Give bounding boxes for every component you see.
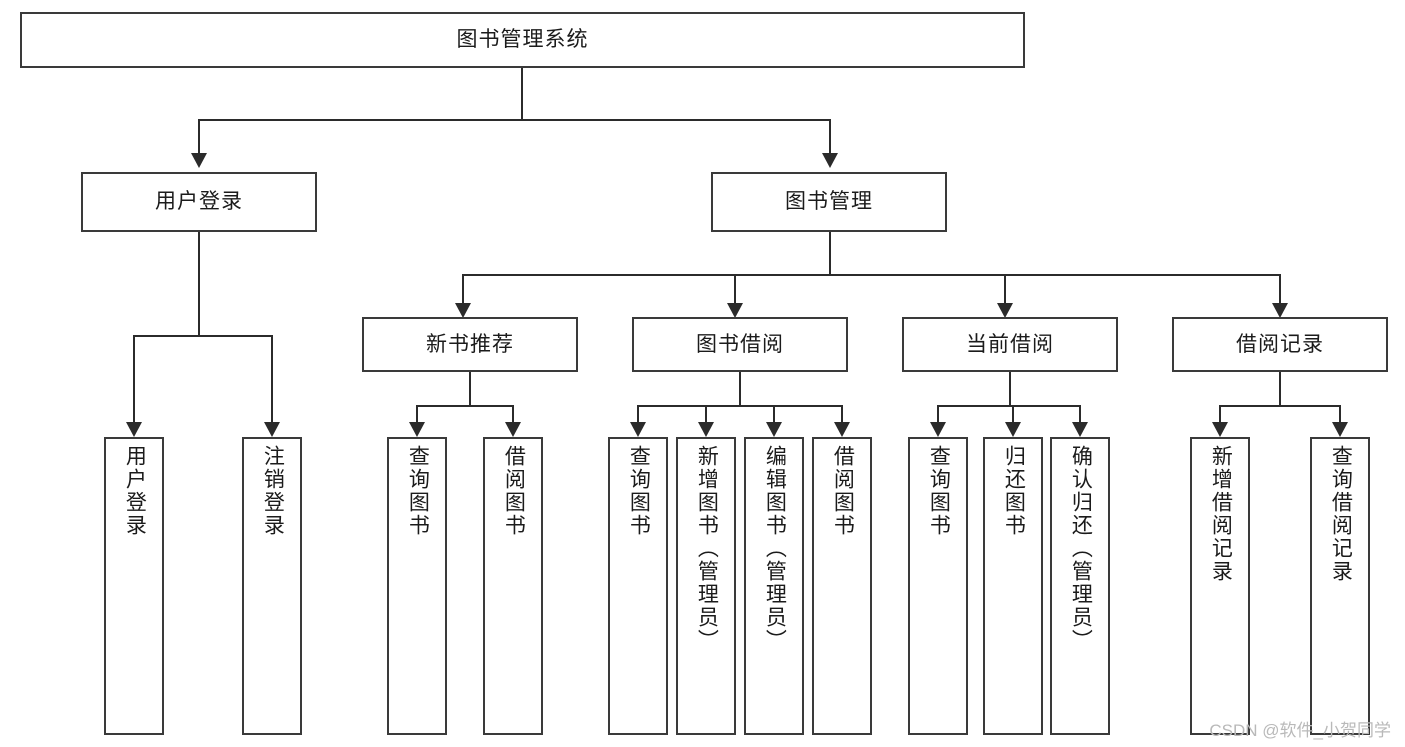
leaf-label: 用户登录 bbox=[123, 445, 147, 537]
node-user-login[interactable]: 用户登录 bbox=[81, 172, 317, 232]
csdn-watermark: CSDN @软件_小贺同学 bbox=[1209, 721, 1391, 740]
arrow-cb-to-leaf-2 bbox=[1005, 422, 1021, 437]
leaf-label: 编辑图书（管理员） bbox=[763, 445, 787, 652]
leaf-user-login[interactable]: 用户登录 bbox=[104, 437, 164, 735]
leaf-query-book-current[interactable]: 查询图书 bbox=[908, 437, 968, 735]
node-book-management[interactable]: 图书管理 bbox=[711, 172, 947, 232]
leaf-return-book[interactable]: 归还图书 bbox=[983, 437, 1043, 735]
node-label: 图书借阅 bbox=[696, 332, 784, 356]
connector-book-management-split-bar bbox=[462, 274, 1280, 276]
connector-bm-to-borrow-record bbox=[1279, 274, 1281, 303]
connector-br-to-leaf-2 bbox=[1339, 405, 1341, 422]
connector-cb-to-leaf-3 bbox=[1079, 405, 1081, 422]
leaf-add-book[interactable]: 新增图书（管理员） bbox=[676, 437, 736, 735]
connector-br-to-leaf-1 bbox=[1219, 405, 1221, 422]
connector-book-borrow-stem bbox=[739, 372, 741, 405]
connector-current-borrow-split-bar bbox=[937, 405, 1081, 407]
node-label: 图书管理系统 bbox=[456, 28, 589, 52]
connector-book-borrow-split-bar bbox=[637, 405, 842, 407]
arrow-bm-to-new-book bbox=[455, 303, 471, 318]
node-book-borrow[interactable]: 图书借阅 bbox=[632, 317, 848, 372]
leaf-label: 查询图书 bbox=[406, 445, 430, 537]
connector-book-management-stem bbox=[829, 232, 831, 274]
leaf-logout-login[interactable]: 注销登录 bbox=[242, 437, 302, 735]
connector-bb-to-leaf-1 bbox=[637, 405, 639, 422]
connector-cb-to-leaf-2 bbox=[1012, 405, 1014, 422]
connector-bm-to-book-borrow bbox=[734, 274, 736, 303]
connector-user-login-stem bbox=[198, 232, 200, 335]
connector-user-login-to-leaf-2 bbox=[271, 335, 273, 422]
connector-root-stem bbox=[521, 68, 523, 119]
leaf-label: 注销登录 bbox=[261, 445, 285, 537]
arrow-bb-to-leaf-2 bbox=[698, 422, 714, 437]
connector-root-to-user-login bbox=[198, 119, 200, 153]
leaf-query-book-new-recommend[interactable]: 查询图书 bbox=[387, 437, 447, 735]
connector-bm-to-current-borrow bbox=[1004, 274, 1006, 303]
leaf-label: 新增借阅记录 bbox=[1209, 445, 1233, 583]
arrow-nb-to-leaf-2 bbox=[505, 422, 521, 437]
connector-nb-to-leaf-2 bbox=[512, 405, 514, 422]
connector-borrow-record-split-bar bbox=[1219, 405, 1341, 407]
node-label: 借阅记录 bbox=[1236, 332, 1324, 356]
node-label: 新书推荐 bbox=[426, 332, 514, 356]
connector-bm-to-new-book bbox=[462, 274, 464, 303]
connector-new-book-split-bar bbox=[416, 405, 514, 407]
connector-borrow-record-stem bbox=[1279, 372, 1281, 405]
leaf-borrow-book-new-recommend[interactable]: 借阅图书 bbox=[483, 437, 543, 735]
leaf-borrow-book[interactable]: 借阅图书 bbox=[812, 437, 872, 735]
connector-bb-to-leaf-2 bbox=[705, 405, 707, 422]
node-label: 图书管理 bbox=[785, 190, 873, 214]
node-borrow-record[interactable]: 借阅记录 bbox=[1172, 317, 1388, 372]
connector-bb-to-leaf-3 bbox=[773, 405, 775, 422]
connector-root-to-book-management bbox=[829, 119, 831, 153]
leaf-query-borrow-record[interactable]: 查询借阅记录 bbox=[1310, 437, 1370, 735]
arrow-root-to-book-management bbox=[822, 153, 838, 168]
arrow-br-to-leaf-1 bbox=[1212, 422, 1228, 437]
arrow-br-to-leaf-2 bbox=[1332, 422, 1348, 437]
leaf-label: 新增图书（管理员） bbox=[695, 445, 719, 652]
arrow-nb-to-leaf-1 bbox=[409, 422, 425, 437]
leaf-query-book-borrow[interactable]: 查询图书 bbox=[608, 437, 668, 735]
arrow-cb-to-leaf-3 bbox=[1072, 422, 1088, 437]
leaf-confirm-return[interactable]: 确认归还（管理员） bbox=[1050, 437, 1110, 735]
connector-nb-to-leaf-1 bbox=[416, 405, 418, 422]
arrow-bm-to-borrow-record bbox=[1272, 303, 1288, 318]
connector-current-borrow-stem bbox=[1009, 372, 1011, 405]
connector-user-login-to-leaf-1 bbox=[133, 335, 135, 422]
node-label: 当前借阅 bbox=[966, 332, 1054, 356]
connector-user-login-split-bar bbox=[133, 335, 272, 337]
leaf-edit-book[interactable]: 编辑图书（管理员） bbox=[744, 437, 804, 735]
leaf-label: 借阅图书 bbox=[831, 445, 855, 537]
connector-bb-to-leaf-4 bbox=[841, 405, 843, 422]
arrow-user-login-to-leaf-2 bbox=[264, 422, 280, 437]
arrow-bb-to-leaf-4 bbox=[834, 422, 850, 437]
leaf-label: 查询图书 bbox=[927, 445, 951, 537]
arrow-bb-to-leaf-3 bbox=[766, 422, 782, 437]
leaf-label: 归还图书 bbox=[1002, 445, 1026, 537]
leaf-label: 查询图书 bbox=[627, 445, 651, 537]
leaf-label: 查询借阅记录 bbox=[1329, 445, 1353, 583]
node-label: 用户登录 bbox=[155, 190, 243, 214]
node-new-book-recommend[interactable]: 新书推荐 bbox=[362, 317, 578, 372]
connector-cb-to-leaf-1 bbox=[937, 405, 939, 422]
leaf-label: 确认归还（管理员） bbox=[1069, 445, 1093, 652]
leaf-label: 借阅图书 bbox=[502, 445, 526, 537]
arrow-root-to-user-login bbox=[191, 153, 207, 168]
arrow-user-login-to-leaf-1 bbox=[126, 422, 142, 437]
arrow-bm-to-current-borrow bbox=[997, 303, 1013, 318]
leaf-add-borrow-record[interactable]: 新增借阅记录 bbox=[1190, 437, 1250, 735]
node-book-management-system[interactable]: 图书管理系统 bbox=[20, 12, 1025, 68]
connector-root-split-bar bbox=[198, 119, 830, 121]
node-current-borrow[interactable]: 当前借阅 bbox=[902, 317, 1118, 372]
arrow-bb-to-leaf-1 bbox=[630, 422, 646, 437]
arrow-bm-to-book-borrow bbox=[727, 303, 743, 318]
connector-new-book-stem bbox=[469, 372, 471, 405]
arrow-cb-to-leaf-1 bbox=[930, 422, 946, 437]
